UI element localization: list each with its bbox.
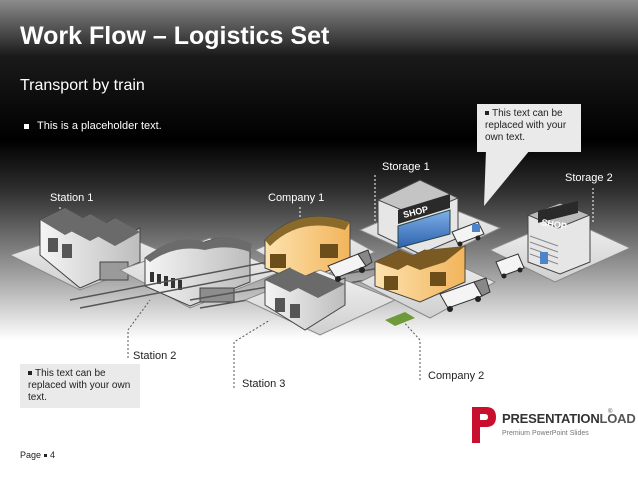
logo-name-part1: PRESENTATION [502, 411, 600, 426]
label-storage-2: Storage 2 [565, 172, 613, 184]
label-station-1: Station 1 [50, 192, 94, 204]
grass-patch [385, 312, 415, 326]
bullet-square-icon [24, 123, 29, 129]
slide-title: Work Flow – Logistics Set [20, 22, 330, 50]
presentationload-logo: PRESENTATIONLOAD ® Premium PowerPoint Sl… [470, 405, 636, 465]
bullet-item: This is a placeholder text. [24, 120, 162, 132]
callout-bullet-icon [28, 371, 32, 376]
label-company-1: Company 1 [268, 192, 325, 204]
company-2-building [358, 245, 497, 326]
station-1-building [8, 207, 172, 291]
page-number: 4 [50, 450, 56, 460]
label-storage-1: Storage 1 [382, 161, 430, 173]
label-station-2: Station 2 [133, 350, 177, 362]
truck-company-1 [327, 249, 373, 282]
station-3-building [243, 267, 397, 336]
storage-2-shop: SHOP [488, 200, 632, 283]
logo-p-icon [472, 407, 496, 443]
delivery-truck-1 [451, 221, 485, 247]
logo-name-part2: LOAD [599, 411, 636, 426]
logo-registered: ® [608, 409, 613, 415]
logo-tagline: Premium PowerPoint Slides [502, 430, 589, 437]
callout-pointer [484, 150, 530, 206]
logo-name: PRESENTATIONLOAD [502, 411, 636, 426]
callout-bottom-left[interactable]: This text can be replaced with your own … [20, 364, 140, 408]
callout-text: This text can be replaced with your own … [485, 108, 567, 143]
storage-1-shop: SHOP [358, 179, 502, 263]
page-separator-icon [44, 454, 48, 458]
slide-subtitle: Transport by train [20, 77, 145, 94]
bullet-text: This is a placeholder text. [37, 120, 162, 132]
leader-lines-bottom [127, 299, 421, 388]
callout-text: This text can be replaced with your own … [28, 368, 131, 403]
callout-bullet-icon [485, 111, 489, 116]
delivery-truck-2 [495, 253, 525, 279]
truck-company-2 [439, 277, 491, 312]
callout-top-right[interactable]: This text can be replaced with your own … [477, 104, 581, 152]
page-label: Page [20, 450, 42, 460]
page-indicator: Page 4 [20, 450, 55, 460]
station-2-building [118, 237, 282, 309]
label-station-3: Station 3 [242, 378, 286, 390]
label-company-2: Company 2 [428, 370, 485, 382]
shop-sign-2: SHOP [541, 217, 568, 231]
